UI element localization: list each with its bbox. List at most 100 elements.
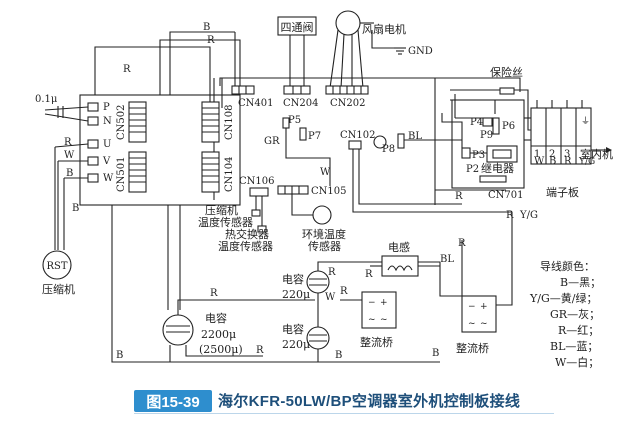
rectifier-right: − + ~ ~ 整流桥 BL R bbox=[439, 212, 513, 355]
figure-title: 海尔KFR-50LW/BP空调器室外机控制板接线 bbox=[218, 393, 521, 410]
p3-label: P3 bbox=[472, 150, 485, 161]
cn102-label: CN102 bbox=[340, 130, 376, 141]
cap-top-name: 电容 bbox=[282, 272, 304, 286]
legend-item-yg: Y/G—黄/绿； bbox=[529, 291, 597, 305]
wire-yg-label: Y/G bbox=[519, 210, 538, 221]
terminal-r-label: R bbox=[564, 156, 572, 167]
rect-left-ac2: ~ bbox=[380, 315, 388, 325]
rect-right-plus: + bbox=[480, 302, 488, 312]
rst-label: RST bbox=[46, 261, 67, 272]
sensors: CN106 压缩机 温度传感器 热交换器 温度传感器 CN105 环境温度 传感… bbox=[198, 176, 347, 253]
wire-color-legend: 导线颜色： B—黑； Y/G—黄/绿； GR—灰； R—红； BL—蓝； W—白… bbox=[529, 259, 601, 369]
rect-right-ac2: ~ bbox=[480, 319, 488, 329]
fan-motor-label: 风扇电机 bbox=[362, 22, 406, 36]
terminal-p-label: P bbox=[103, 102, 110, 113]
four-way-valve: 四通阀 bbox=[277, 16, 317, 88]
cn502-label: CN502 bbox=[116, 105, 127, 141]
cn204-label: CN204 bbox=[283, 98, 319, 109]
terminal-w-pin-label: W bbox=[103, 173, 114, 184]
wiring-diagram: 四通阀 风扇电机 GND CN401 CN204 CN202 bbox=[35, 10, 613, 369]
power-section: R B R B 电容 2200μ (2500μ) B R R B bbox=[72, 22, 440, 363]
ambient-sensor-line2: 传感器 bbox=[308, 240, 341, 253]
wire-b-bottom2: B bbox=[432, 348, 439, 359]
cn104-label: CN104 bbox=[224, 157, 235, 193]
p8-label: P8 bbox=[382, 144, 395, 155]
terminal-gnd-symbol: ⏚ bbox=[581, 116, 590, 127]
cn202-label: CN202 bbox=[330, 98, 366, 109]
terminal-row-2: 2 bbox=[549, 149, 555, 160]
rect-right-minus: − bbox=[468, 302, 476, 312]
terminal-b-label: B bbox=[549, 156, 556, 167]
terminal-w-label: W bbox=[534, 156, 545, 167]
inductor: 电感 R bbox=[365, 241, 440, 280]
inductor-label: 电感 bbox=[388, 241, 410, 254]
wire-r-bottom: R bbox=[210, 288, 218, 299]
legend-item-gr: GR—灰； bbox=[550, 307, 600, 321]
middle-board: P5 GR P7 CN102 P8 BL W R R Y/G bbox=[264, 115, 538, 221]
small-cap-label: 0.1μ bbox=[35, 94, 58, 105]
comp-sensor-line2: 温度传感器 bbox=[198, 215, 253, 229]
big-cap-value2: (2500μ) bbox=[199, 343, 243, 356]
relay-label: 继电器 bbox=[481, 162, 514, 175]
rectifier-right-label: 整流桥 bbox=[456, 341, 489, 355]
cn108-label: CN108 bbox=[224, 105, 235, 141]
hx-sensor-line2: 温度传感器 bbox=[218, 239, 273, 253]
p5-label: P5 bbox=[288, 115, 301, 126]
gnd-label: GND bbox=[408, 46, 433, 57]
terminal-u-label: U bbox=[103, 139, 111, 150]
indoor-label: 室内机 bbox=[580, 147, 613, 161]
wire-w-mid: W bbox=[320, 167, 331, 178]
wire-r-mid: R bbox=[455, 191, 463, 202]
cn106-label: CN106 bbox=[239, 176, 275, 187]
wire-b-bottom: B bbox=[116, 350, 123, 361]
wire-r-top: R bbox=[123, 64, 131, 75]
rect-left-minus: − bbox=[368, 298, 376, 308]
wire-gr-label: GR bbox=[264, 136, 280, 147]
terminal-row-3: 3 bbox=[564, 149, 570, 160]
cn105-label: CN105 bbox=[311, 186, 347, 197]
big-cap-value1: 2200μ bbox=[201, 328, 236, 341]
compressor-section: 0.1μ R W B RST 压缩机 bbox=[35, 94, 89, 296]
cap-top-value: 220μ bbox=[282, 288, 310, 301]
cn501-label: CN501 bbox=[116, 157, 127, 193]
rect-right-ac1: ~ bbox=[468, 319, 476, 329]
terminal-v-label: V bbox=[102, 156, 111, 167]
cap-bot-name: 电容 bbox=[282, 322, 304, 336]
control-board bbox=[219, 77, 521, 205]
rect-left-ac1: ~ bbox=[368, 315, 376, 325]
fan-motor: 风扇电机 GND bbox=[329, 10, 433, 89]
rectifier-left-label: 整流桥 bbox=[360, 335, 393, 349]
caption-underline bbox=[134, 413, 554, 414]
p4-label: P4 bbox=[470, 117, 483, 128]
wire-r-comp: R bbox=[64, 137, 72, 148]
left-board: CN502 CN501 CN108 CN104 P N U V W bbox=[79, 94, 241, 206]
wire-r-rect: R bbox=[340, 286, 348, 297]
legend-item-w: W—白； bbox=[555, 355, 599, 369]
wire-b-left: B bbox=[72, 203, 79, 214]
wire-w-comp: W bbox=[64, 150, 75, 161]
wire-r-bottom2: R bbox=[256, 345, 264, 356]
legend-item-bl: BL—蓝； bbox=[550, 340, 598, 353]
wire-bl-right: BL bbox=[440, 254, 454, 265]
legend-title: 导线颜色： bbox=[540, 259, 595, 273]
compressor-label: 压缩机 bbox=[42, 282, 75, 296]
terminal-row-1: 1 bbox=[534, 149, 540, 160]
cap-bot-value: 220μ bbox=[282, 338, 310, 351]
wire-r-ind: R bbox=[365, 269, 373, 280]
wire-b-comp: B bbox=[66, 168, 73, 179]
figure-number-badge: 图15-39 bbox=[134, 390, 212, 412]
cn401-label: CN401 bbox=[238, 98, 274, 109]
wire-bl-label: BL bbox=[408, 131, 422, 142]
p7-label: P7 bbox=[308, 131, 321, 142]
wire-r-right: R bbox=[506, 210, 514, 221]
wire-b-top: B bbox=[203, 22, 210, 33]
fuse: 保险丝 bbox=[450, 65, 529, 118]
terminal-n-label: N bbox=[103, 116, 112, 127]
wire-b-cap: B bbox=[335, 350, 342, 361]
wire-r-cap: R bbox=[328, 267, 336, 278]
wire-r-top2: R bbox=[207, 35, 215, 46]
p6-label: P6 bbox=[502, 121, 515, 132]
four-way-valve-label: 四通阀 bbox=[281, 20, 314, 34]
wire-w-cap: W bbox=[325, 292, 336, 303]
comp-sensor-line1: 压缩机 bbox=[205, 203, 238, 217]
